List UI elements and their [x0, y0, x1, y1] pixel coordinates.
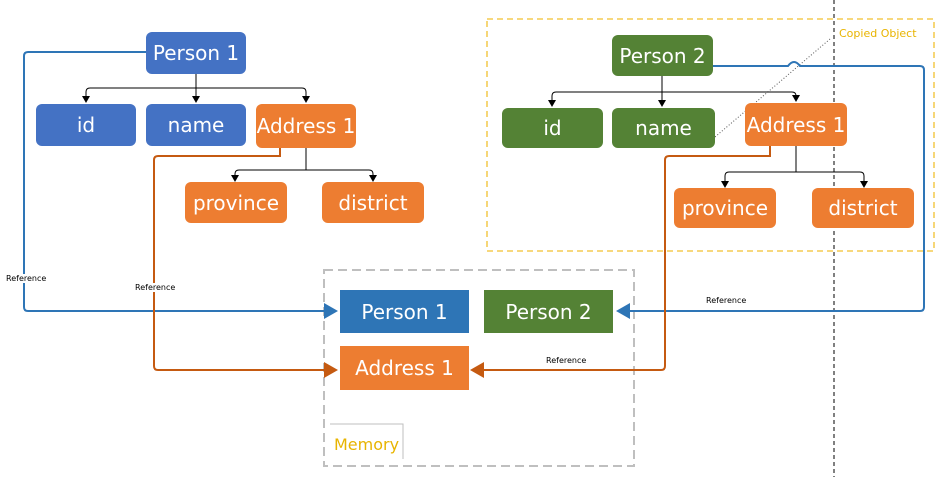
person2-reference-line	[616, 61, 925, 319]
person2-province-node: province	[674, 188, 776, 228]
address1-copy-reference-label: Reference	[545, 356, 588, 365]
memory-label: Memory	[334, 435, 400, 454]
person2-node: Person 2	[612, 35, 713, 76]
memory-label-bracket	[330, 423, 404, 459]
person1-reference-line	[23, 51, 338, 319]
person1-reference-label: Reference	[5, 274, 48, 283]
person2-district-node: district	[812, 188, 914, 228]
person1-province-node: province	[185, 182, 287, 223]
person1-tree-connectors	[82, 74, 377, 182]
memory-address1-block: Address 1	[340, 346, 469, 390]
memory-person1-block: Person 1	[340, 290, 469, 333]
address1-copy-reference-line	[470, 146, 771, 378]
person2-tree-connectors	[548, 76, 868, 188]
address1-reference-label: Reference	[134, 283, 177, 292]
address1-reference-line	[153, 148, 338, 378]
person2-name-node: name	[612, 108, 715, 148]
person1-address-node: Address 1	[256, 104, 356, 148]
person2-reference-label: Reference	[705, 296, 748, 305]
person1-district-node: district	[322, 182, 424, 223]
person1-id-node: id	[36, 104, 136, 146]
copied-label-leader	[714, 38, 831, 138]
copied-object-container	[486, 18, 935, 252]
person2-id-node: id	[502, 108, 603, 148]
copied-object-label: Copied Object	[839, 27, 917, 40]
person2-address-node: Address 1	[745, 103, 847, 146]
person1-node: Person 1	[146, 32, 246, 74]
memory-person2-block: Person 2	[484, 290, 613, 333]
person1-name-node: name	[146, 104, 246, 146]
